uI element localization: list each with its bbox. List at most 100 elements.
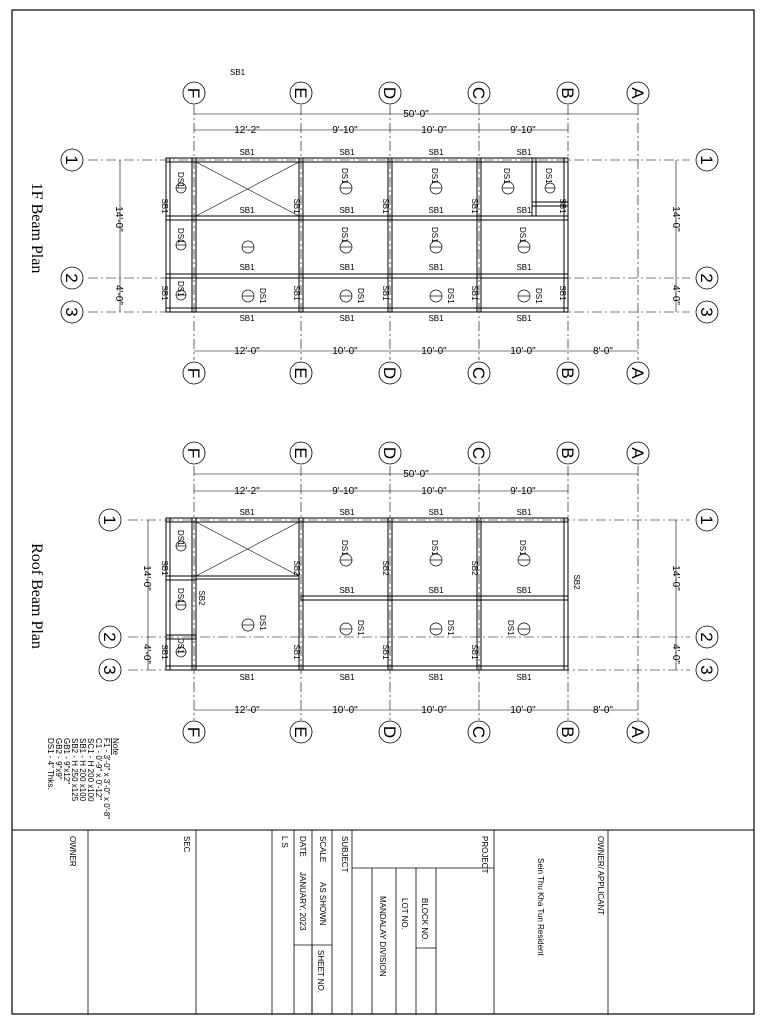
slab-label: DS1 xyxy=(518,227,527,243)
slab-label: DS1 xyxy=(446,620,455,636)
beam-label: SB1 xyxy=(558,198,567,214)
beam-label: SB1 xyxy=(428,206,444,215)
grid-col-label: A xyxy=(628,87,647,99)
top-dim: 10'-0" xyxy=(421,125,447,136)
beam-label: SB1 xyxy=(516,673,532,682)
grid-col-label: F xyxy=(184,727,203,737)
grid-col-label: E xyxy=(291,447,310,458)
grid-col-label: F xyxy=(184,368,203,378)
beam-label: SB1 xyxy=(239,263,255,272)
beam-label: SB1 xyxy=(239,314,255,323)
slab-label: DS1 xyxy=(340,168,349,184)
beam-label: SB1 xyxy=(239,508,255,517)
bottom-dim: 10'-0" xyxy=(421,705,447,716)
bottom-dim: 12'-0" xyxy=(234,346,260,357)
title-block-text: OWNER SEC L S DATE JANUARY, 2023 SCALE A… xyxy=(68,836,605,993)
beam-labels-roof: SB1 SB1 SB1 SB1 SB1 SB1 SB1 SB1 SB1 SB1 … xyxy=(160,508,581,682)
note-line: SB2 - H 250 x125 xyxy=(70,738,79,802)
tb-lot-no: LOT NO. xyxy=(400,898,409,930)
slab-label: DS1 xyxy=(176,281,185,297)
beam-label: SB1 xyxy=(292,198,301,214)
slab-label: DS1 xyxy=(176,638,185,654)
plan-title: 1F Beam Plan xyxy=(28,183,45,274)
slab-label: DS1 xyxy=(446,288,455,304)
void-cross-1f xyxy=(195,161,300,217)
top-dim: 12'-2" xyxy=(234,486,260,497)
tb-division: MANDALAY DIVISION xyxy=(378,896,387,977)
beam-label: SB1 xyxy=(339,263,355,272)
beam-label: SB1 xyxy=(470,198,479,214)
grid-col-label: F xyxy=(184,88,203,98)
beam-label: SB1 xyxy=(516,206,532,215)
bottom-dim: 8'-0" xyxy=(593,346,613,357)
grid-col-label: D xyxy=(380,367,399,379)
top-dim: 9'-10" xyxy=(332,486,358,497)
dim-text-roof: 50'-0" 12'-2" 9'-10" 10'-0" 9'-10" 12'-0… xyxy=(141,469,681,716)
slab-label: DS1 xyxy=(356,620,365,636)
grid-col-label: F xyxy=(184,448,203,458)
grid-col-label: A xyxy=(628,447,647,459)
bottom-dim: 10'-0" xyxy=(421,346,447,357)
tb-scale-label: SCALE xyxy=(318,836,327,862)
beam-label: SB1 xyxy=(160,198,169,214)
beam-label: SB1 xyxy=(381,285,390,301)
grid-col-label: B xyxy=(558,87,577,98)
grid-row-label: 2 xyxy=(697,632,716,641)
grid-col-label: C xyxy=(469,87,488,99)
grid-row-label: 2 xyxy=(100,632,119,641)
beam-label: SB1 xyxy=(239,148,255,157)
beam-label: SB1 xyxy=(339,148,355,157)
grid-row-label: 3 xyxy=(100,665,119,674)
grid-bubbles-1f: F E D C B A F E D C B A 1 2 3 1 2 3 xyxy=(60,81,719,385)
beam-label: SB1 xyxy=(428,508,444,517)
beam-label: SB1 xyxy=(381,644,390,660)
grid-row-label: 2 xyxy=(62,273,81,282)
grid-col-label: D xyxy=(380,726,399,738)
note-line: SB1 - H 200 x100 xyxy=(78,738,87,802)
grid-lines-roof xyxy=(128,466,690,720)
slab-label: DS1 xyxy=(534,288,543,304)
slab-label: DS1 xyxy=(258,288,267,304)
beam-label: SB1 xyxy=(470,285,479,301)
beam-label: SB1 xyxy=(428,263,444,272)
side-dim: 4'-0" xyxy=(670,644,681,664)
note-line: SC1 - H 200 x100 xyxy=(86,738,95,802)
grid-col-label: B xyxy=(558,367,577,378)
grid-col-label: E xyxy=(291,726,310,737)
beam-label: SB2 xyxy=(470,560,479,576)
beam-label: SB2 xyxy=(197,590,206,606)
slab-label: DS1 xyxy=(518,540,527,556)
beam-label: SB2 xyxy=(292,560,301,576)
grid-col-label: C xyxy=(469,726,488,738)
beam-label: SB1 xyxy=(516,314,532,323)
beams-1f xyxy=(165,157,569,313)
tb-block-no: BLOCK NO. xyxy=(420,898,429,942)
slab-labels-roof: DS1 DS1 DS1 DS1 DS1 DS1 DS1 DS1 DS1 DS1 xyxy=(176,530,527,654)
grid-col-label: A xyxy=(628,726,647,738)
bottom-dim: 10'-0" xyxy=(332,705,358,716)
beam-label: SB2 xyxy=(572,574,581,590)
slab-label: DS1 xyxy=(430,227,439,243)
void-cross-roof xyxy=(195,521,300,577)
bottom-dim: 10'-0" xyxy=(510,705,536,716)
grid-row-label: 3 xyxy=(62,307,81,316)
note-line: GB2 - 9"x9" xyxy=(54,738,63,780)
slab-label: DS1 xyxy=(502,168,511,184)
grid-col-label: C xyxy=(469,447,488,459)
grid-col-label: B xyxy=(558,447,577,458)
grid-col-label: A xyxy=(628,367,647,379)
slab-label: DS1 xyxy=(176,530,185,546)
beam-label: SB1 xyxy=(339,206,355,215)
side-dim: 4'-0" xyxy=(141,644,152,664)
bottom-dim: 10'-0" xyxy=(332,346,358,357)
slab-label: DS1 xyxy=(356,288,365,304)
beam-label: SB1 xyxy=(292,285,301,301)
grid-row-label: 1 xyxy=(62,155,81,164)
side-dim: 14'-0" xyxy=(141,565,152,591)
beam-label: SB1 xyxy=(516,508,532,517)
slab-label: DS1 xyxy=(176,172,185,188)
note-line: F1 - 3'-0" x 3'-0" x 0'-8" xyxy=(102,738,111,819)
beam-label: SB1 xyxy=(160,560,169,576)
overall-dim: 50'-0" xyxy=(403,109,429,120)
